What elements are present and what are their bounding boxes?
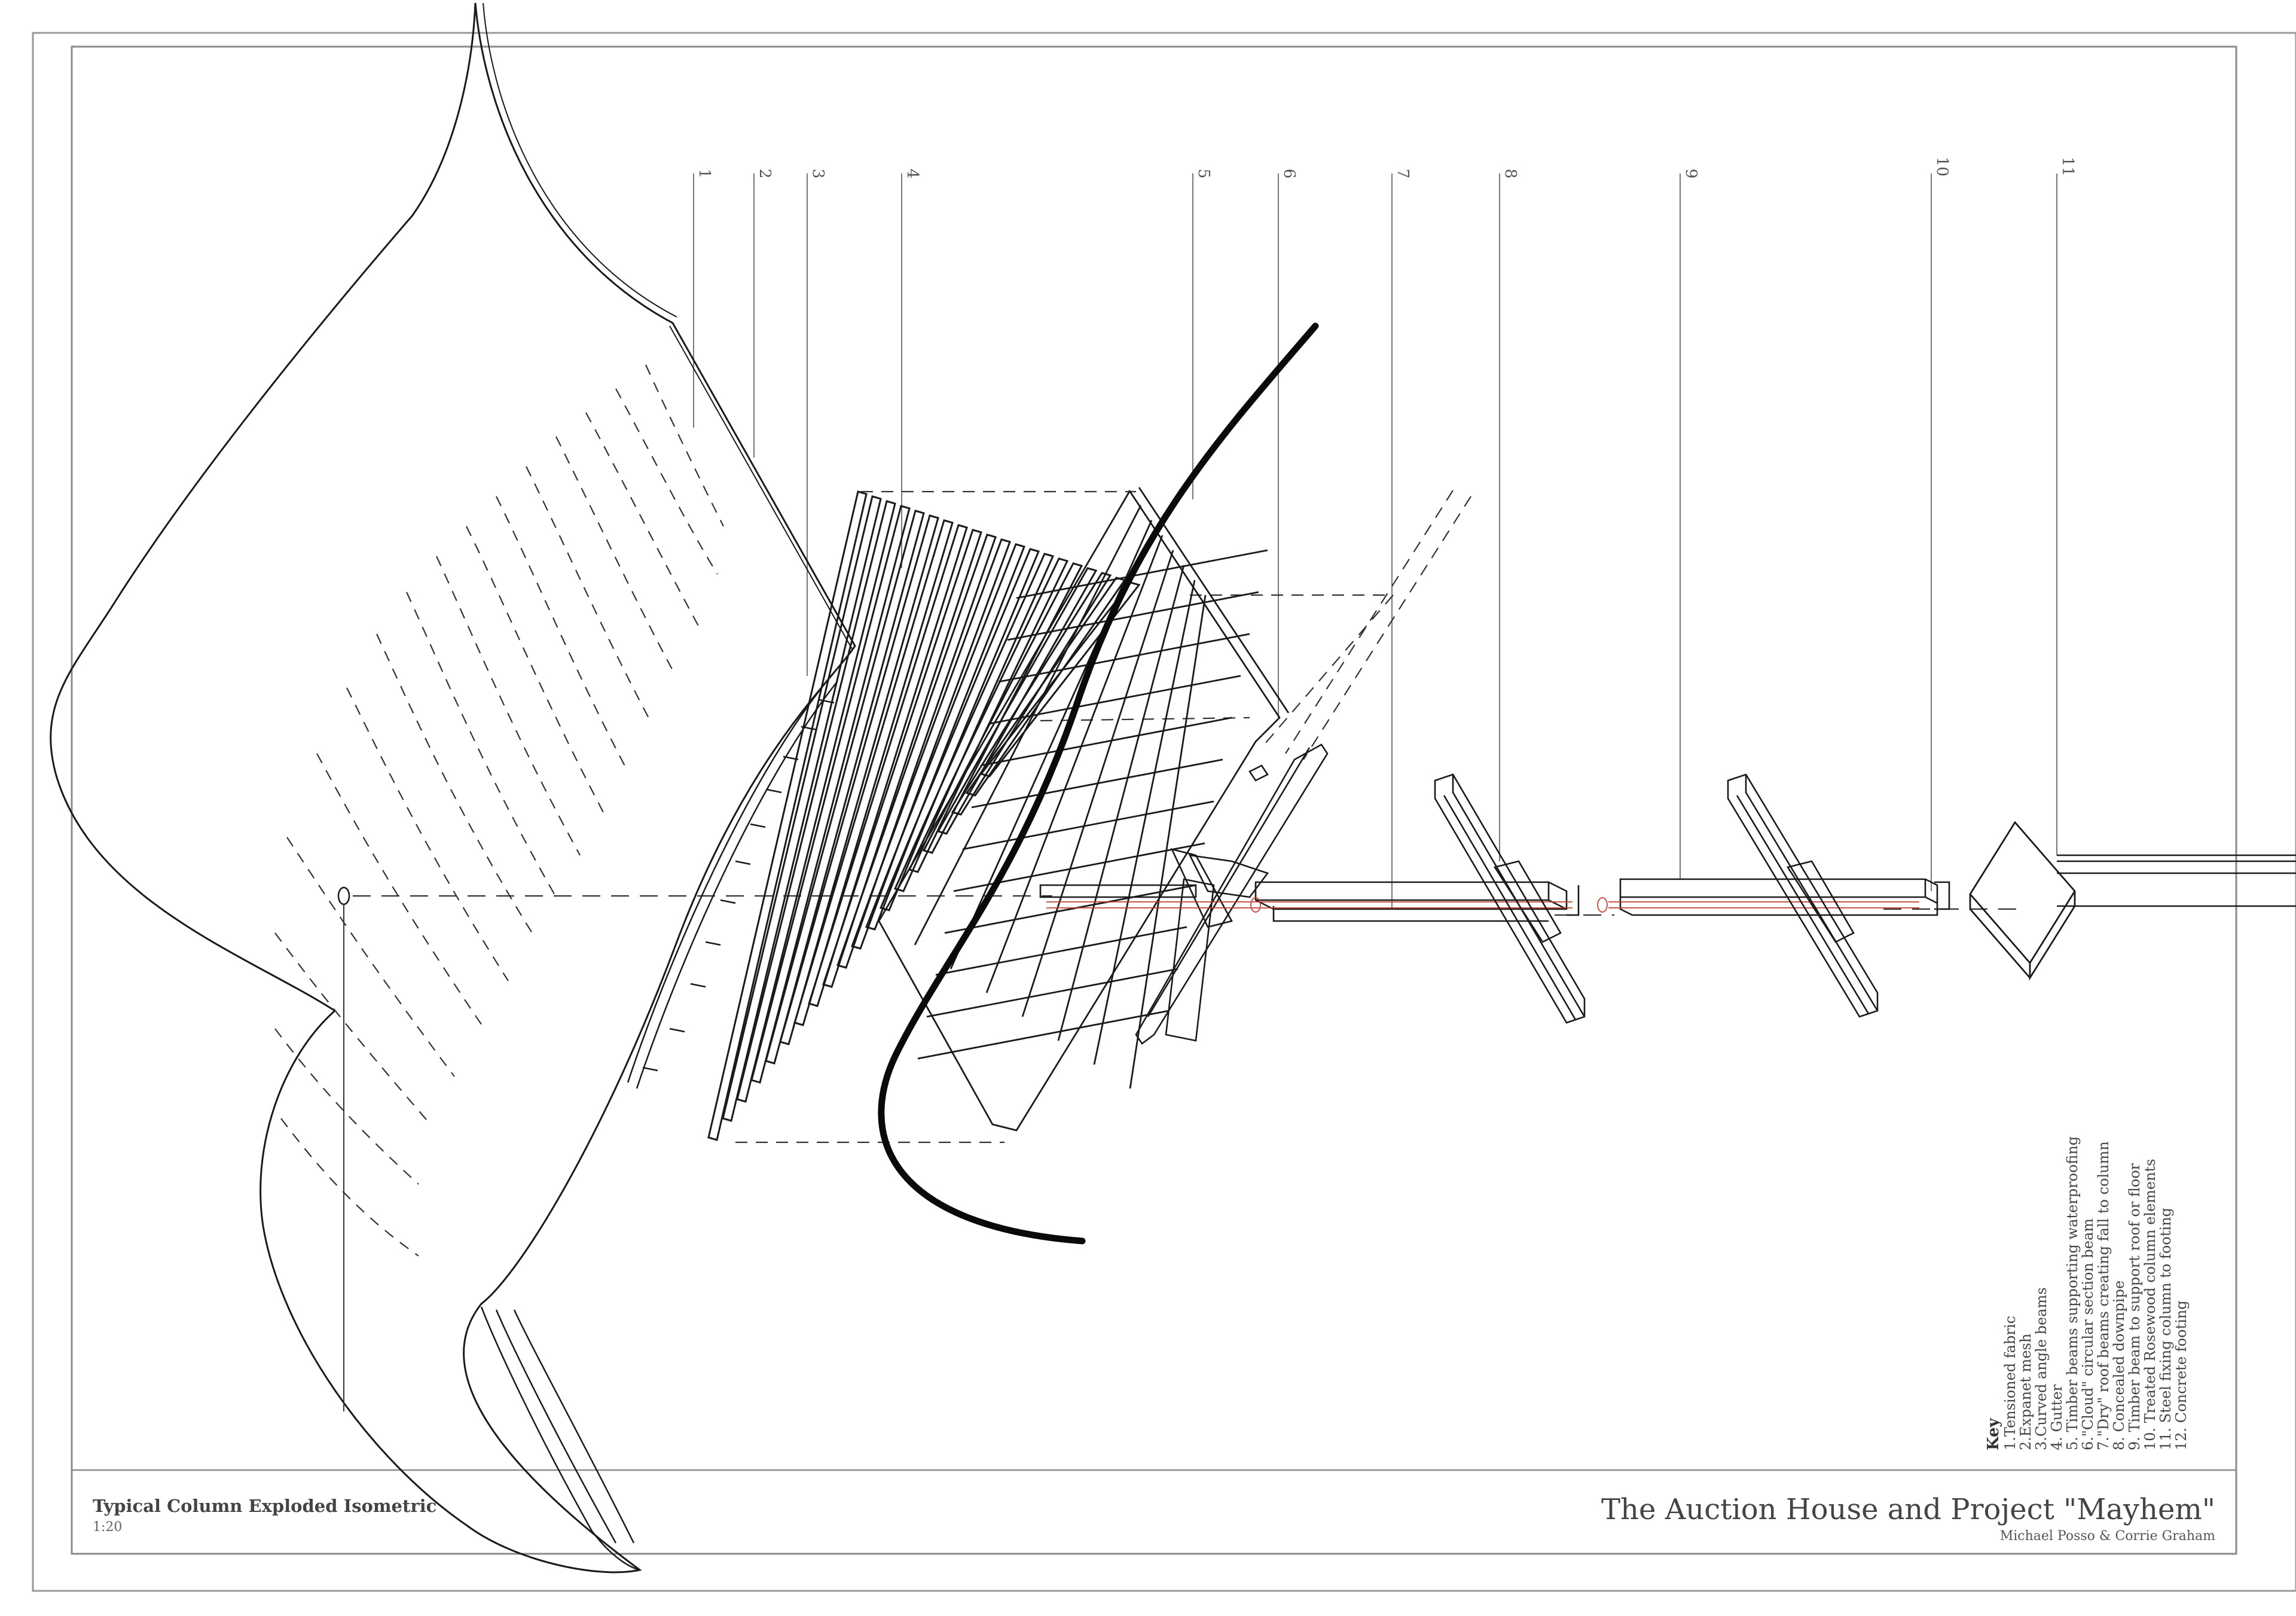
column-cross-member xyxy=(1135,743,1329,1045)
key-item-1: 1.Tensioned fabric xyxy=(2002,1316,2019,1450)
curved-angle-beams xyxy=(627,675,838,1089)
drawing-title: Typical Column Exploded Isometric xyxy=(93,1496,436,1516)
key-item-10: 10. Treated Rosewood column elements xyxy=(2142,1159,2158,1450)
callout-3: 3 xyxy=(809,169,827,179)
grid-bar-cross xyxy=(989,675,1241,725)
callout-leaders xyxy=(693,173,2057,909)
timber-slat xyxy=(822,529,982,988)
grid-bar-cross xyxy=(935,926,1187,976)
key-item-6: 6."Cloud" circular section beam xyxy=(2080,1218,2096,1450)
beam-grid xyxy=(878,487,1290,1132)
timber-slat xyxy=(965,577,1126,797)
timber-slat xyxy=(851,538,1011,950)
grid-bar-cross xyxy=(917,1010,1170,1060)
outer-border xyxy=(32,32,2296,1592)
key-item-12: 12. Concrete footing xyxy=(2173,1300,2190,1450)
key-item-8: 8. Concealed downpipe xyxy=(2111,1280,2127,1450)
grid-bar-cross xyxy=(944,884,1196,934)
grid-bar-cross xyxy=(980,716,1232,767)
timber-slat xyxy=(836,533,997,969)
timber-slat xyxy=(736,500,896,1103)
callout-5: 5 xyxy=(1195,169,1213,179)
callout-9: 9 xyxy=(1682,169,1700,179)
timber-slat xyxy=(922,562,1083,854)
timber-slat xyxy=(779,514,939,1045)
timber-slat xyxy=(908,557,1069,873)
concealed-downpipe xyxy=(1046,897,1919,913)
fabric-dashed-curves xyxy=(274,364,724,1257)
key-item-11: 11. Steel fixing column to footing xyxy=(2157,1208,2174,1450)
key-item-7: 7."Dry" roof beams creating fall to colu… xyxy=(2095,1141,2112,1450)
grid-bar-long xyxy=(985,535,1164,993)
key-item-2: 2.Expanet mesh xyxy=(2017,1334,2034,1450)
timber-slat xyxy=(936,567,1098,835)
project-title: The Auction House and Project "Mayhem" xyxy=(1601,1493,2215,1526)
projection-dashed xyxy=(735,490,1471,1144)
timber-slat xyxy=(750,505,911,1084)
fabric-fold-rods xyxy=(480,1306,640,1571)
grid-bar-cross xyxy=(1016,549,1268,599)
timber-slat xyxy=(793,519,954,1026)
callout-10: 10 xyxy=(1933,157,1951,176)
timber-cross-beam-2 xyxy=(1727,773,1879,1018)
timber-slat xyxy=(893,553,1055,892)
tensioned-fabric xyxy=(50,2,856,1574)
centerline-dashed xyxy=(353,895,2027,916)
timber-slat xyxy=(979,581,1141,777)
callout-6: 6 xyxy=(1280,169,1298,179)
cloud-circular-beam xyxy=(878,322,1319,1245)
callout-8: 8 xyxy=(1501,169,1519,179)
callout-2: 2 xyxy=(756,169,774,179)
grid-bar-cross xyxy=(971,758,1223,809)
key-item-9: 9. Timber beam to support roof or floor xyxy=(2126,1163,2143,1450)
concrete-footing xyxy=(1969,821,2076,981)
legend-key: Key 1.Tensioned fabric 2.Expanet mesh 3.… xyxy=(1984,1136,2190,1450)
callout-11: 11 xyxy=(2059,157,2077,176)
grid-bar-long xyxy=(1057,565,1185,1041)
timber-slat xyxy=(722,495,882,1122)
timber-beam-slats xyxy=(707,490,1141,1141)
drawing-scale: 1:20 xyxy=(93,1520,122,1535)
grid-bar-long xyxy=(878,490,1131,922)
key-item-5: 5. Timber beams supporting waterproofing xyxy=(2064,1136,2081,1450)
timber-slat xyxy=(765,510,925,1065)
grid-bar-long xyxy=(1093,580,1196,1065)
key-heading: Key xyxy=(1984,1417,2002,1450)
timber-slat xyxy=(808,524,968,1007)
steel-fixing-lines xyxy=(2057,854,2296,907)
grid-bar-cross xyxy=(962,800,1214,850)
dry-roof-beams xyxy=(1039,878,1950,922)
callout-7: 7 xyxy=(1394,169,1412,179)
timber-slat xyxy=(951,572,1112,816)
grid-bar-long xyxy=(1129,594,1207,1089)
grid-bar-cross xyxy=(1007,591,1259,641)
timber-slat xyxy=(865,543,1025,931)
column-axis-marker xyxy=(337,886,350,905)
timber-cross-beam-1 xyxy=(1434,773,1586,1024)
callout-1: 1 xyxy=(695,169,713,179)
project-authors: Michael Posso & Corrie Graham xyxy=(2000,1529,2215,1544)
grid-bar-cross xyxy=(998,633,1250,683)
inner-border xyxy=(71,45,2237,1555)
timber-slat xyxy=(707,490,868,1141)
grid-outline xyxy=(878,491,1281,1132)
callout-4: 4 xyxy=(903,169,921,179)
grid-bar-cross xyxy=(926,968,1178,1018)
timber-slat xyxy=(879,548,1040,911)
key-item-4: 4. Gutter xyxy=(2048,1384,2065,1450)
callout-numbers: 1 2 3 4 5 6 7 8 9 10 11 xyxy=(695,157,2077,179)
key-item-3: 3.Curved angle beams xyxy=(2033,1287,2050,1450)
grid-bar-long xyxy=(914,505,1142,946)
